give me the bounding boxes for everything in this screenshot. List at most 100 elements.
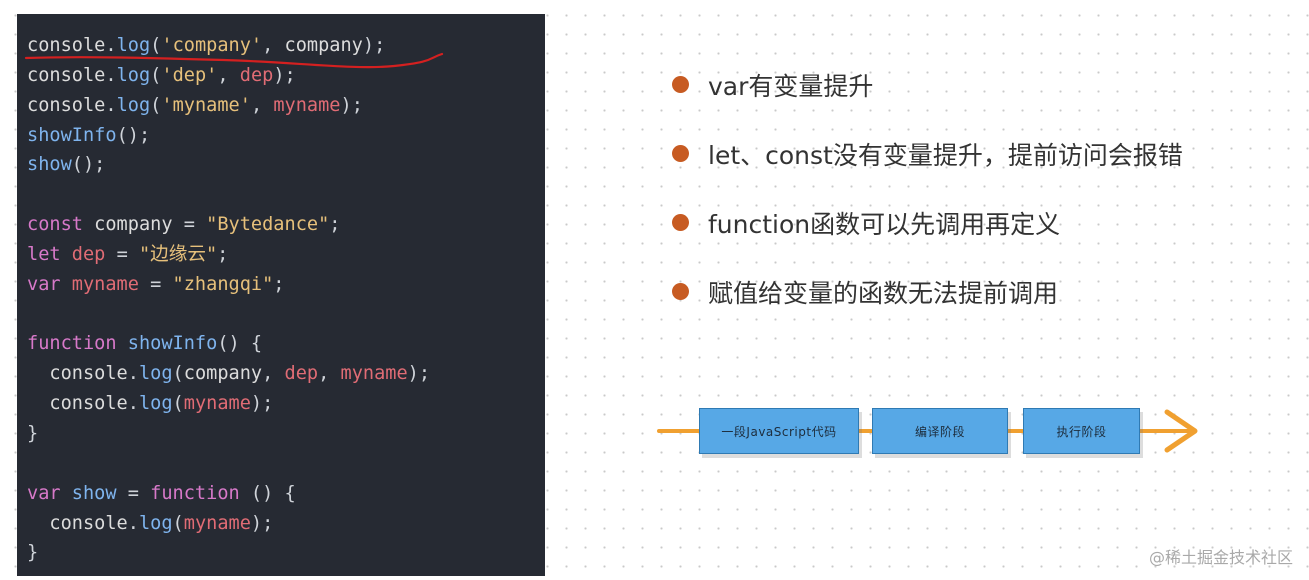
code-token: ( (150, 94, 162, 116)
code-line: var show = function () { (27, 479, 545, 509)
code-line: function showInfo() { (27, 329, 545, 359)
code-token: function (150, 482, 251, 504)
bullet-dot-icon (672, 283, 689, 300)
code-token: console (27, 363, 128, 385)
bullet-item: let、const没有变量提升，提前访问会报错 (672, 119, 1292, 188)
code-token: console (27, 393, 128, 415)
code-token: . (105, 94, 117, 116)
code-token: } (27, 542, 39, 564)
code-token: . (127, 393, 139, 415)
code-token: log (138, 363, 173, 385)
code-line: console.log('company', company); (27, 31, 545, 61)
code-token: (); (116, 124, 151, 146)
code-token: ( (150, 35, 162, 56)
code-line: } (27, 538, 545, 568)
bullet-text: var有变量提升 (708, 71, 874, 101)
code-panel: console.log('company', company);console.… (17, 14, 545, 576)
code-token: ); (250, 512, 274, 534)
code-token: "边缘云" (138, 243, 218, 265)
code-line: show(); (27, 150, 545, 180)
code-token: () { (217, 333, 263, 355)
code-token: ( (172, 512, 184, 534)
code-token: myname (273, 94, 341, 116)
code-token: = (116, 482, 151, 504)
code-token: ); (250, 393, 274, 415)
code-token: = (172, 214, 207, 236)
bullet-dot-icon (672, 145, 689, 162)
code-token: log (138, 393, 173, 415)
code-token: var (27, 482, 72, 504)
code-line: showInfo(); (27, 121, 545, 151)
code-token: , (217, 64, 240, 86)
code-token: var (27, 273, 72, 295)
code-token: show (71, 482, 117, 504)
stage-source-code: 一段JavaScript代码 (699, 408, 859, 454)
bullet-dot-icon (672, 214, 689, 231)
bullet-text: let、const没有变量提升，提前访问会报错 (708, 140, 1183, 170)
code-line: let dep = "边缘云"; (27, 240, 545, 270)
code-token: = (105, 243, 139, 265)
code-token: myname (71, 273, 139, 295)
code-token: myname (183, 393, 251, 415)
code-token: . (105, 35, 117, 56)
code-token: 'dep' (161, 64, 218, 86)
code-token: ( (172, 393, 184, 415)
code-token: console (27, 35, 106, 56)
code-token: log (138, 512, 173, 534)
stage-execute: 执行阶段 (1023, 408, 1140, 454)
code-token: ); (362, 35, 386, 56)
code-line: console.log(myname); (27, 509, 545, 539)
code-token: ( (172, 363, 184, 385)
code-token: . (127, 363, 139, 385)
code-token: const (27, 214, 95, 236)
code-token: ); (273, 64, 296, 86)
code-token: ; (273, 273, 285, 295)
code-token: , (318, 363, 341, 385)
code-token: dep (284, 363, 319, 385)
code-token: function (27, 333, 128, 355)
code-token: , (262, 363, 285, 385)
code-line: const company = "Bytedance"; (27, 210, 545, 240)
code-token: . (105, 64, 117, 86)
code-line: } (27, 419, 545, 449)
bullet-text: 赋值给变量的函数无法提前调用 (708, 278, 1059, 308)
code-token: myname (340, 363, 408, 385)
code-line (27, 300, 545, 330)
code-token: , (262, 35, 285, 56)
code-token: console (27, 94, 106, 116)
bullet-item: 赋值给变量的函数无法提前调用 (672, 257, 1292, 326)
code-token: show (27, 154, 72, 176)
code-token: company (94, 214, 173, 236)
code-line: console.log('myname', myname); (27, 91, 545, 121)
code-line: var myname = "zhangqi"; (27, 270, 545, 300)
code-token: ); (407, 363, 431, 385)
code-token: "zhangqi" (172, 273, 274, 295)
stage-compile: 编译阶段 (872, 408, 1008, 454)
code-token: showInfo (127, 333, 218, 355)
code-token: ; (329, 214, 341, 236)
code-token: log (116, 35, 151, 56)
code-token: 'myname' (161, 94, 251, 116)
code-token: "Bytedance" (206, 214, 330, 236)
code-token: console (27, 512, 128, 534)
code-line (27, 449, 545, 479)
code-line (27, 180, 545, 210)
code-token: dep (239, 64, 274, 86)
code-token: (); (71, 154, 106, 176)
code-token: showInfo (27, 124, 117, 146)
code-token: ( (150, 64, 162, 86)
bullet-list: var有变量提升 let、const没有变量提升，提前访问会报错 functio… (672, 50, 1292, 326)
watermark: @稀土掘金技术社区 (1148, 548, 1293, 567)
code-token: let (27, 243, 72, 265)
code-token: ; (217, 243, 229, 265)
bullet-item: var有变量提升 (672, 50, 1292, 119)
code-token: , (250, 94, 274, 116)
code-token: = (138, 273, 173, 295)
code-token: dep (71, 243, 106, 265)
code-line: console.log(company, dep, myname); (27, 359, 545, 389)
code-token: company (183, 363, 263, 385)
code-token: myname (183, 512, 251, 534)
code-token: 'company' (161, 35, 263, 56)
code-token: () { (250, 482, 296, 504)
